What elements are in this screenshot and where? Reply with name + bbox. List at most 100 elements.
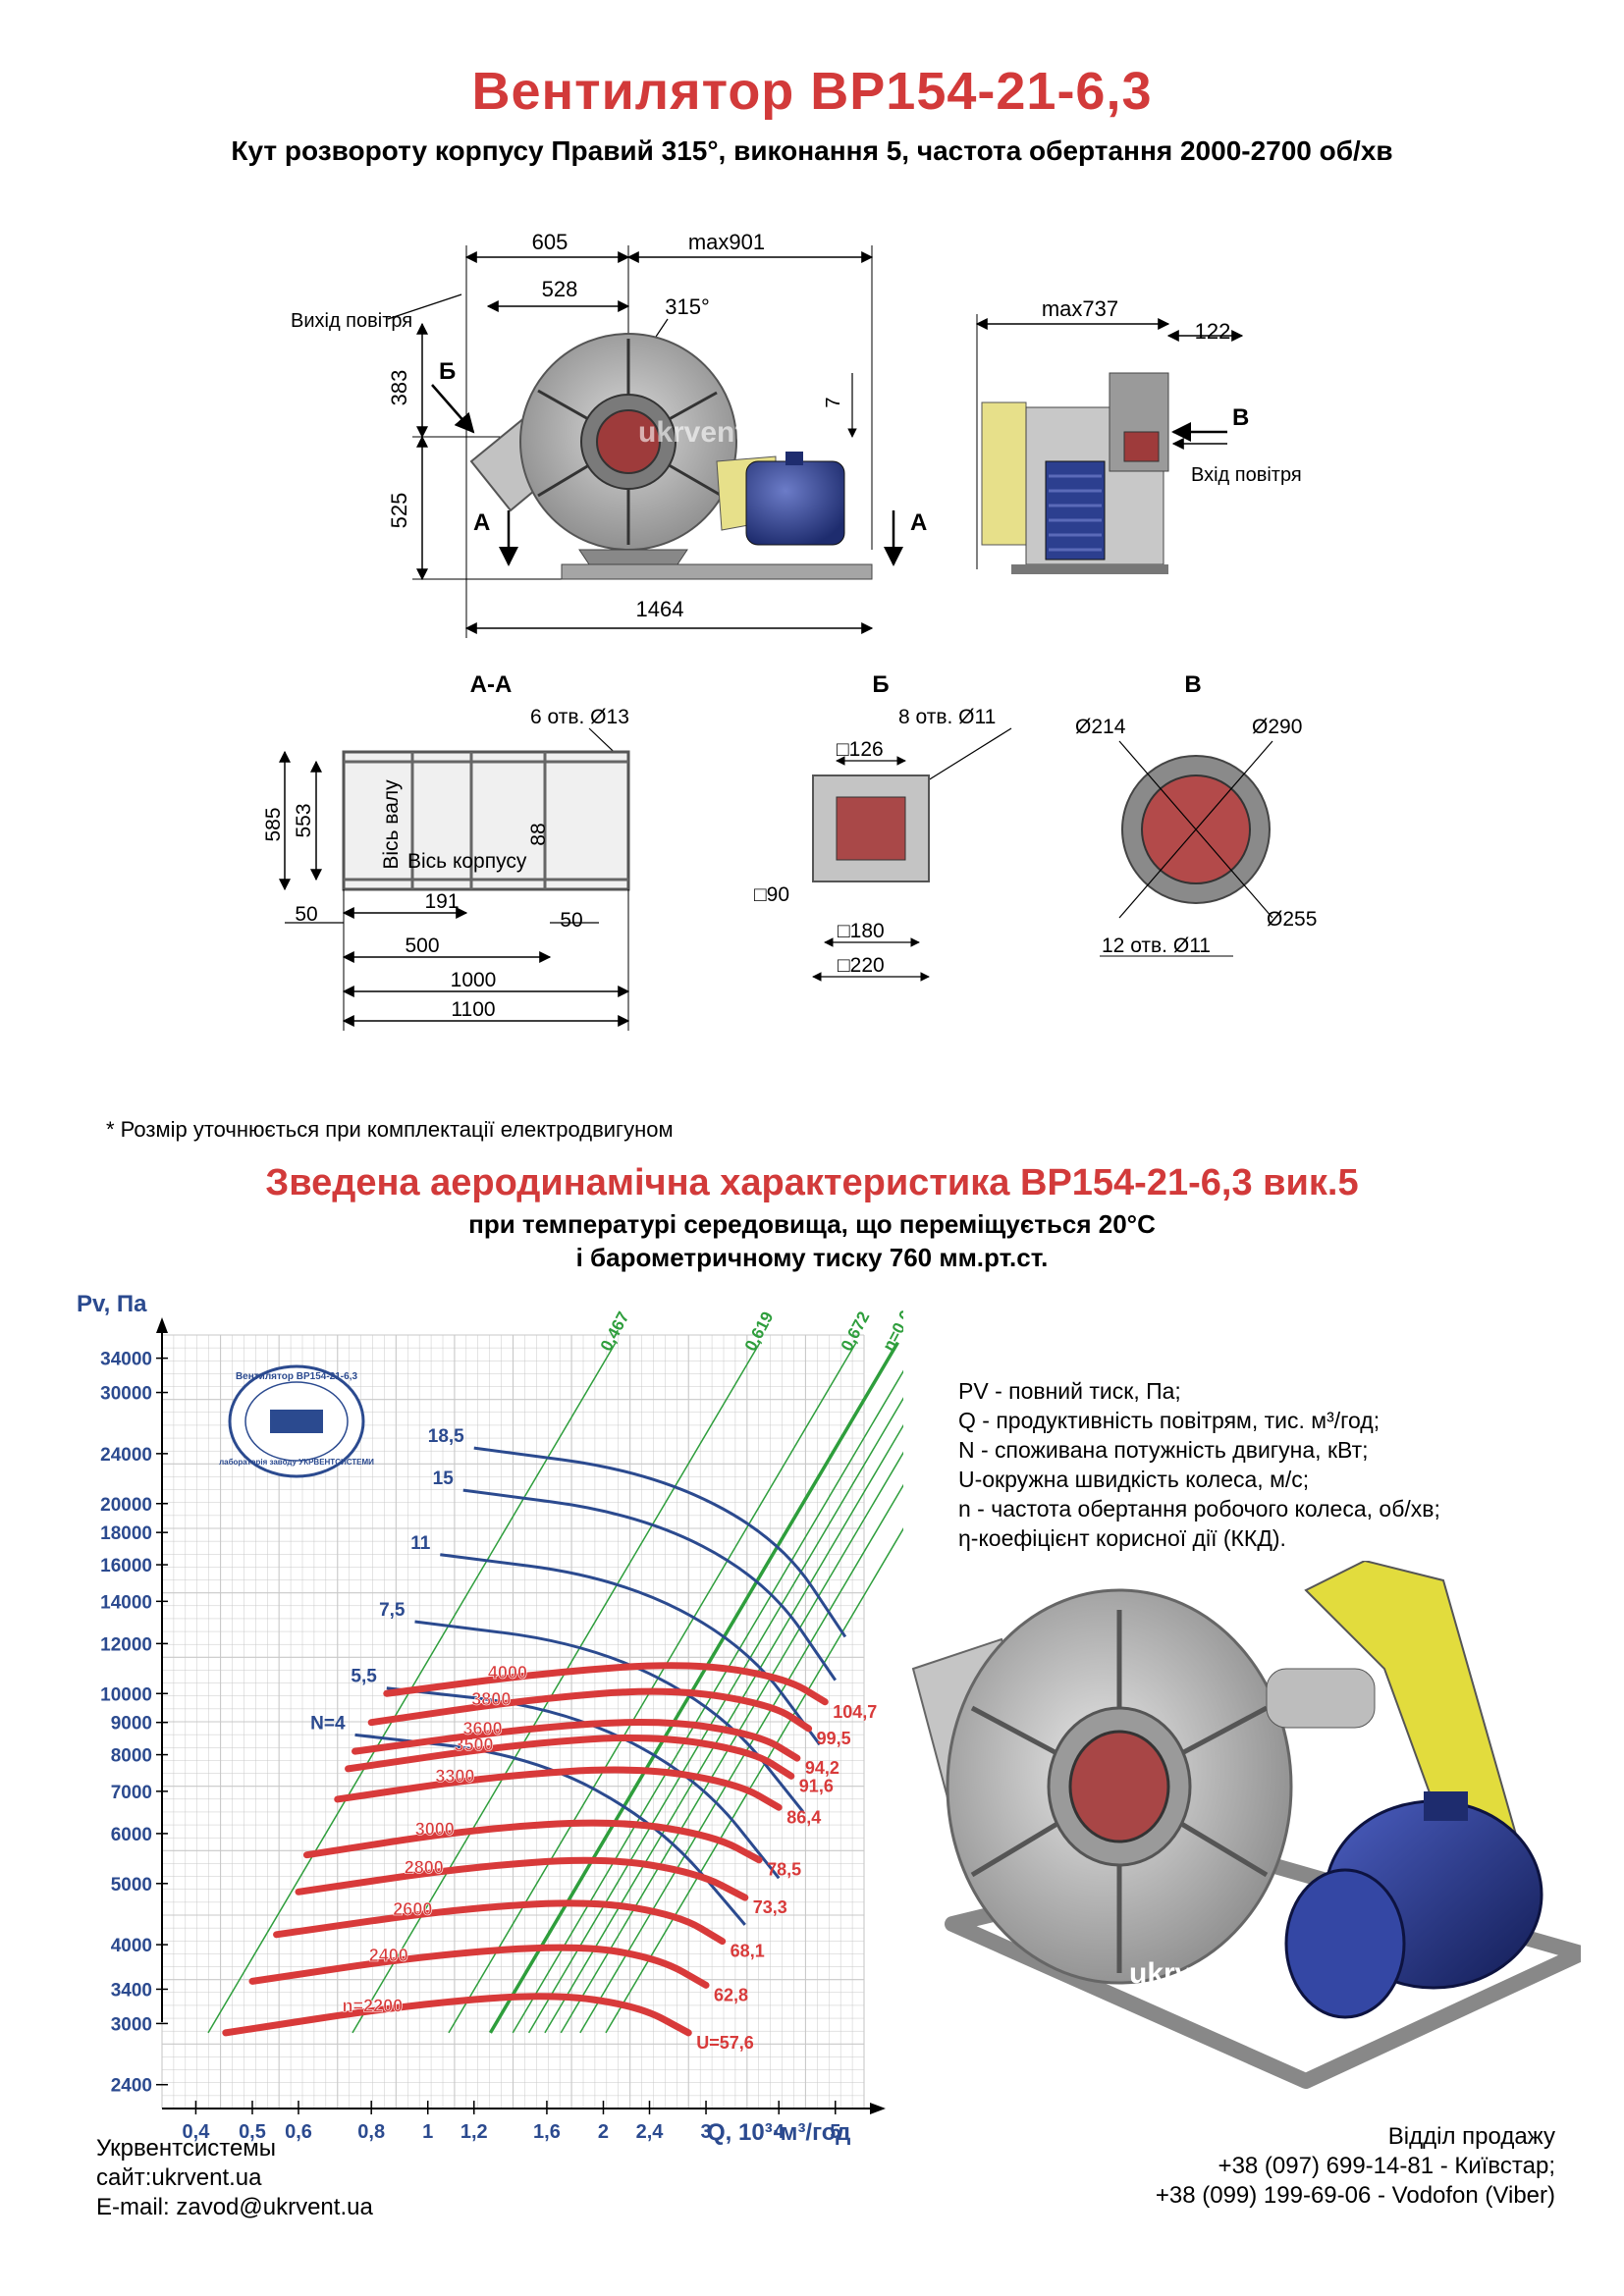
y-tick-label: 4000 (111, 1936, 152, 1956)
speed-label: 104,7 (833, 1702, 877, 1722)
section-v: В Ø214 Ø290 Ø255 12 отв. Ø11 (1075, 671, 1317, 957)
efficiency-label: 0,619 (741, 1308, 778, 1354)
rpm-curve-label: 3800 (471, 1689, 511, 1709)
rpm-curve (352, 1719, 801, 1762)
y-tick-label: 8000 (111, 1746, 152, 1767)
y-tick-label: 7000 (111, 1783, 152, 1803)
rpm-curve (222, 1993, 692, 2037)
rpm-curve (383, 1662, 829, 1706)
air-in-label: Вхід повітря (1191, 464, 1302, 486)
x-tick-label: 0,6 (285, 2121, 312, 2143)
y-tick-label: 6000 (111, 1825, 152, 1845)
efficiency-label: 0,672 (838, 1308, 874, 1354)
rpm-curve (248, 1944, 710, 1989)
power-curve (354, 1733, 746, 1926)
rpm-curve-label: 3300 (435, 1766, 474, 1786)
legend-rpm: n - частота обертання робочого колеса, о… (958, 1496, 1440, 1522)
rpm-curve (273, 1899, 727, 1946)
y-tick-label: 16000 (100, 1556, 152, 1576)
rpm-curve (345, 1735, 795, 1780)
speed-label: 78,5 (767, 1860, 801, 1880)
aero-chart: 0,4670,6190,672n=0,6960,6860,680,670,655… (77, 1291, 903, 2146)
footer-phone-2[interactable]: +38 (099) 199-69-06 - Vodofon (Viber) (1155, 2182, 1555, 2209)
power-curve-label: 15 (433, 1468, 455, 1489)
legend-q: Q - продуктивність повітрям, тис. м³/год… (958, 1408, 1380, 1433)
x-tick-label: 1,2 (460, 2121, 488, 2143)
y-tick-label: 24000 (100, 1445, 152, 1466)
dim-525: 525 (387, 493, 411, 529)
power-curve (414, 1620, 804, 1813)
dim-90: □90 (754, 883, 789, 906)
dim-214: Ø214 (1075, 716, 1126, 738)
y-tick-label: 5000 (111, 1875, 152, 1896)
dim-max737: max737 (1042, 296, 1118, 321)
x-tick-label: 0,4 (183, 2121, 211, 2143)
speed-label: 62,8 (714, 1985, 748, 2004)
dim-1464: 1464 (636, 597, 684, 621)
efficiency-label: 0,467 (597, 1308, 633, 1354)
power-curve-label: 5,5 (351, 1667, 377, 1687)
x-tick-label: 5 (830, 2121, 840, 2143)
lab-stamp: Вентилятор ВР154-21-6,3 лабораторія заво… (219, 1364, 374, 1478)
section-v-marker: В (1232, 404, 1249, 431)
x-tick-label: 0,5 (239, 2121, 266, 2143)
section-v-holes: 12 отв. Ø11 (1102, 934, 1211, 957)
section-b: Б 8 отв. Ø11 □126 □90 □180 □220 (754, 671, 1012, 982)
power-curve (386, 1686, 781, 1880)
y-tick-label: 20000 (100, 1495, 152, 1516)
shaft-axis-label: Вісь валу (380, 779, 403, 870)
efficiency-label: n=0,696 (879, 1291, 903, 1354)
power-curve (473, 1446, 847, 1638)
footer-phone-1[interactable]: +38 (097) 699-14-81 - Київстар; (1218, 2153, 1555, 2179)
dim-553: 553 (293, 803, 315, 837)
efficiency-line (544, 1423, 903, 2034)
power-curve-label: 7,5 (379, 1600, 406, 1621)
dim-50-right: 50 (560, 909, 582, 932)
efficiency-line (560, 1451, 903, 2034)
y-tick-label: 10000 (100, 1684, 152, 1705)
footer-site[interactable]: сайт:ukrvent.ua (96, 2164, 262, 2191)
aero-subtitle-2: і барометричному тиску 760 мм.рт.ст. (575, 1243, 1049, 1272)
x-tick-label: 1,6 (533, 2121, 561, 2143)
speed-label: 86,4 (786, 1807, 821, 1827)
y-tick-label: 12000 (100, 1634, 152, 1655)
dim-122: 122 (1195, 319, 1231, 344)
rpm-curve-label: 2800 (405, 1858, 444, 1878)
speed-label: 68,1 (731, 1942, 765, 1961)
y-tick-label: 3400 (111, 1980, 152, 2001)
legend-pv: PV - повний тиск, Па; (958, 1378, 1181, 1404)
footer-sales: Відділ продажу (1387, 2123, 1555, 2150)
rpm-curve-label: n=2200 (343, 1996, 404, 2015)
y-tick-label: 9000 (111, 1714, 152, 1735)
speed-label: 99,5 (817, 1729, 851, 1748)
x-tick-label: 4 (774, 2121, 785, 2143)
x-axis-label: Q, 10³·м³/год (707, 2119, 850, 2146)
dim-290: Ø290 (1252, 716, 1302, 738)
dim-528: 528 (542, 277, 578, 301)
stamp-top: Вентилятор ВР154-21-6,3 (236, 1371, 358, 1382)
footer-email[interactable]: E-mail: zavod@ukrvent.ua (96, 2194, 373, 2220)
y-tick-label: 2400 (111, 2076, 152, 2097)
body-axis-label: Вісь корпусу (407, 850, 527, 873)
speed-label: 91,6 (799, 1776, 834, 1795)
efficiency-line (448, 1342, 857, 2034)
dim-315: 315° (665, 294, 710, 319)
fan-drawing: 605 max901 528 315° 383 525 7 1464 Вихід… (262, 230, 1317, 1031)
stamp-bottom: лабораторія заводу УКРВЕНТСИСТЕМИ (219, 1458, 374, 1467)
section-b-marker: Б (439, 358, 456, 385)
y-tick-label: 14000 (100, 1592, 152, 1613)
x-tick-label: 3 (700, 2121, 711, 2143)
rpm-curve-label: 4000 (488, 1663, 527, 1682)
watermark-front: ukrvent.ua (638, 416, 787, 449)
power-curve (440, 1553, 822, 1746)
efficiency-line (488, 1341, 899, 2034)
speed-label: 73,3 (753, 1897, 787, 1917)
dim-585: 585 (262, 807, 285, 841)
x-tick-label: 0,8 (357, 2121, 385, 2143)
efficiency-line (579, 1483, 903, 2034)
rpm-curve-label: 3000 (415, 1819, 455, 1839)
page-subtitle: Кут розвороту корпусу Правий 315°, викон… (231, 135, 1393, 166)
chart-grid (161, 1334, 865, 2109)
dim-180: □180 (838, 920, 885, 942)
legend-n: N - споживана потужність двигуна, кВт; (958, 1437, 1369, 1463)
